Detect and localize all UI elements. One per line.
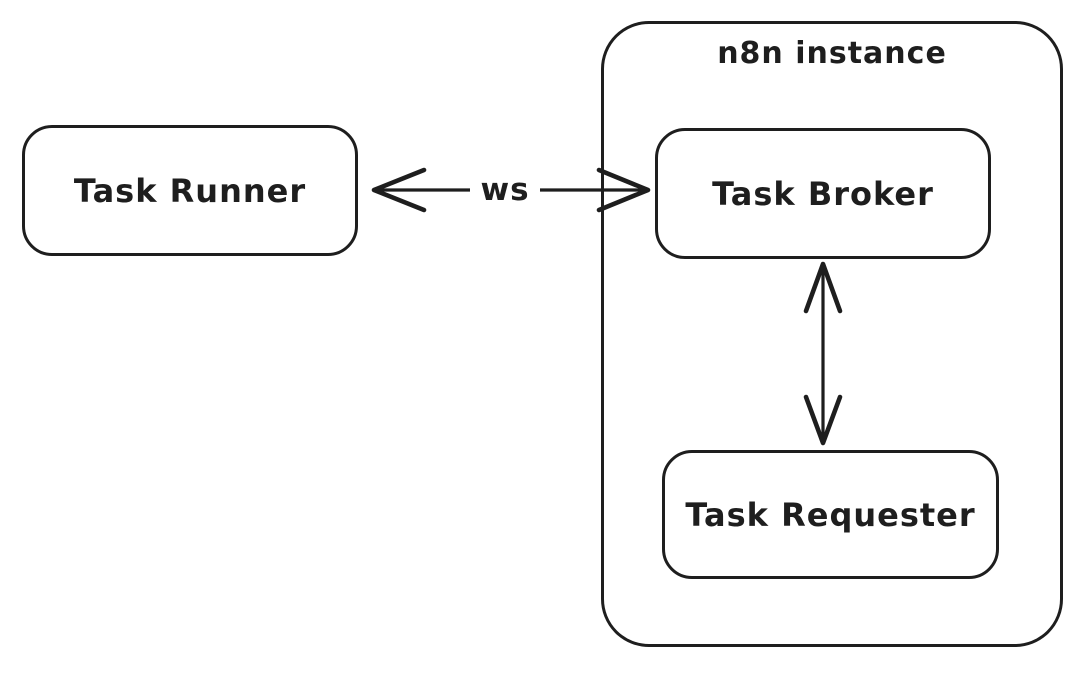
n8n-instance-container — [601, 21, 1063, 647]
ws-edge-label: ws — [470, 168, 540, 212]
task-runner-node: Task Runner — [22, 125, 358, 256]
task-requester-node: Task Requester — [662, 450, 999, 579]
task-runner-label: Task Runner — [73, 171, 307, 210]
task-broker-label: Task Broker — [712, 174, 934, 213]
task-requester-label: Task Requester — [685, 495, 976, 534]
n8n-instance-label: n8n instance — [717, 36, 947, 71]
task-broker-node: Task Broker — [655, 128, 991, 259]
